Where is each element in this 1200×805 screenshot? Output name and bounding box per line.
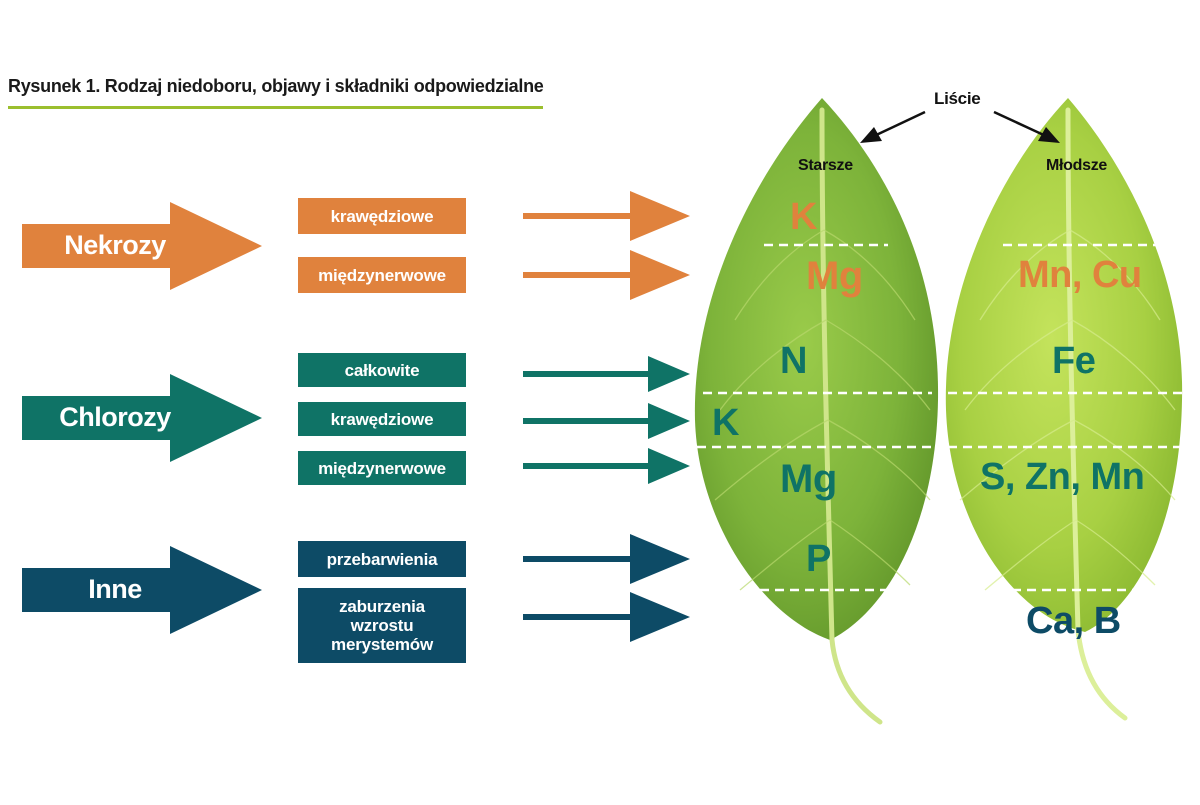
old-leaf-element-mg-teal: Mg — [780, 457, 837, 501]
chlorozy-box-krawedziowe: krawędziowe — [298, 402, 466, 436]
nekrozy-box-krawedziowe: krawędziowe — [298, 198, 466, 234]
old-leaf-element-n: N — [780, 340, 807, 382]
inne-pointer-arrows — [523, 534, 690, 642]
young-leaf-shape — [945, 98, 1183, 721]
leaf-dividers — [697, 243, 1186, 592]
young-leaf-label: Młodsze — [1046, 157, 1108, 174]
old-leaf-shape — [694, 98, 939, 725]
inne-big-arrow — [22, 546, 262, 634]
young-leaf-element-s-zn-mn: S, Zn, Mn — [980, 456, 1145, 498]
inne-box-przebarwienia: przebarwienia — [298, 541, 466, 577]
nekrozy-label: Nekrozy — [64, 230, 166, 260]
chlorozy-pointer-arrows — [523, 356, 690, 484]
nekrozy-box-miedzynerwowe: międzynerwowe — [298, 257, 466, 293]
title-underline — [8, 106, 543, 109]
young-leaf-element-mn-cu: Mn, Cu — [1018, 254, 1142, 296]
chlorozy-box-calkowite: całkowite — [298, 353, 466, 387]
nekrozy-big-arrow — [22, 202, 262, 290]
young-leaf-element-fe: Fe — [1052, 340, 1096, 382]
inne-label: Inne — [88, 574, 142, 604]
chlorozy-box-miedzynerwowe: międzynerwowe — [298, 451, 466, 485]
old-leaf-element-p: P — [806, 538, 831, 580]
nekrozy-pointer-arrows — [523, 191, 690, 300]
young-leaf-element-ca-b: Ca, B — [1026, 600, 1121, 642]
figure-title: Rysunek 1. Rodzaj niedoboru, objawy i sk… — [8, 76, 544, 96]
liscie-pointer-arrows — [860, 110, 1060, 143]
old-leaf-element-k-teal: K — [712, 402, 739, 444]
old-leaf-element-mg-orange: Mg — [806, 254, 863, 298]
liscie-heading: Liście — [934, 89, 981, 108]
old-leaf-label: Starsze — [798, 157, 853, 174]
chlorozy-label: Chlorozy — [59, 402, 171, 432]
chlorozy-big-arrow — [22, 374, 262, 462]
old-leaf-element-k-orange: K — [790, 196, 817, 238]
inne-box-zaburzenia: zaburzenia wzrostu merystemów — [298, 588, 466, 663]
